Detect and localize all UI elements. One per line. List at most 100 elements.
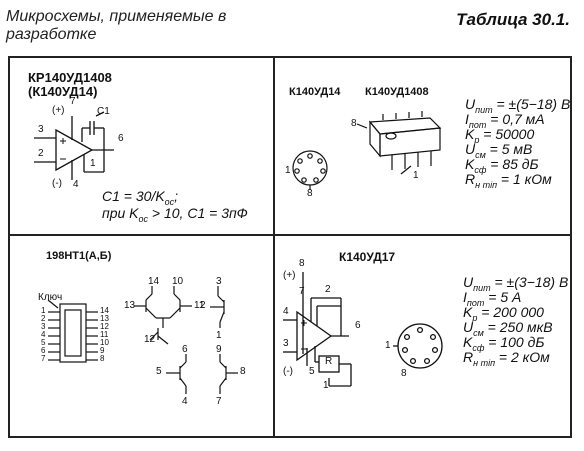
dip-pin-label: 10 xyxy=(100,338,109,347)
parameter-symbol: K xyxy=(463,334,473,350)
pin-plus: (+) xyxy=(283,270,296,281)
dip-pin-label: 12 xyxy=(100,322,109,331)
cell-k140ud14: К140УД14 К140УД1408 xyxy=(275,58,570,234)
tr-pin-10: 10 xyxy=(172,276,184,287)
pin-minus: (-) xyxy=(283,366,293,377)
cell-198nt1: 198НТ1(А,Б) Ключ xyxy=(10,236,273,436)
dip-pin-label: 4 xyxy=(41,330,46,339)
parameter-row: Uпит = ±(3−18) В xyxy=(463,274,568,296)
dip-pin-label: 13 xyxy=(100,314,109,323)
parameter-row: Rн тiп = 1 кОм xyxy=(465,171,552,193)
pin-8: 8 xyxy=(299,258,305,269)
pin-2: 2 xyxy=(38,148,44,159)
pin-4: 4 xyxy=(73,179,79,190)
dip-pin-8: 8 xyxy=(351,118,357,129)
parameter-subscript: см xyxy=(473,327,484,338)
dip-pin-label: 8 xyxy=(100,354,105,363)
opamp-schematic xyxy=(283,272,443,387)
tr-pin-14: 14 xyxy=(148,276,160,287)
dip-pin-1: 1 xyxy=(413,170,419,181)
formula-line-1: C1 = 30/Kос; xyxy=(102,188,179,207)
parameter-symbol: R xyxy=(465,171,476,187)
parameter-row: Rн тiп = 2 кОм xyxy=(463,349,550,371)
dip-pin-label: 14 xyxy=(100,306,109,315)
parameter-value: = 250 мкВ xyxy=(483,319,553,335)
tr-pin-13: 13 xyxy=(124,300,136,311)
parameter-row: Kр = 200 000 xyxy=(463,304,544,326)
pin-4: 4 xyxy=(283,306,289,317)
parameter-row: Uсм = 5 мВ xyxy=(465,141,532,163)
pin-1: 1 xyxy=(90,158,96,169)
pin-6: 6 xyxy=(118,133,124,144)
parameter-subscript: см xyxy=(475,149,486,160)
parameter-row: Iпот = 5 А xyxy=(463,289,521,311)
caption-line-2: разработке xyxy=(6,26,97,43)
parameter-symbol: I xyxy=(465,111,469,127)
chip-title: КР140УД1408 xyxy=(28,70,112,85)
parameter-subscript: сф xyxy=(472,342,485,353)
parameter-value: = 100 дБ xyxy=(484,334,545,350)
tr-pin-9: 9 xyxy=(216,344,222,355)
tr-pin-12: 12 xyxy=(144,334,156,345)
caption-title: Микросхемы, применяемые в разработке xyxy=(6,8,246,44)
tr-pin-3: 3 xyxy=(216,276,222,287)
parameter-row: Kсф = 100 дБ xyxy=(463,334,544,356)
parameter-subscript: н тiп xyxy=(473,357,496,368)
dip-pin-label: 11 xyxy=(100,330,109,339)
parameter-subscript: пит xyxy=(473,282,491,293)
pin-minus: (-) xyxy=(52,178,62,189)
parameter-row: Kсф = 85 дБ xyxy=(465,156,539,178)
chip-title-a: К140УД14 xyxy=(289,86,341,98)
pin-2: 2 xyxy=(325,284,331,295)
pin-6: 6 xyxy=(355,320,361,331)
parameter-value: = 5 А xyxy=(484,289,522,305)
parameter-symbol: U xyxy=(463,274,474,290)
parameter-symbol: K xyxy=(463,304,473,320)
parameter-value: = 5 мВ xyxy=(485,141,533,157)
parameter-subscript: пит xyxy=(475,104,493,115)
cell-k140ud17: К140УД17 xyxy=(275,236,570,436)
parameter-symbol: U xyxy=(463,319,474,335)
parameter-symbol: U xyxy=(465,96,476,112)
parameter-value: = 200 000 xyxy=(477,304,544,320)
parameter-value: = 1 кОм xyxy=(497,171,552,187)
tr-pin-11: 11 xyxy=(194,300,205,311)
parameter-value: = ±(3−18) В xyxy=(490,274,569,290)
parameter-symbol: U xyxy=(465,141,476,157)
parameter-subscript: пот xyxy=(468,119,487,130)
parameter-subscript: сф xyxy=(474,164,487,175)
parameter-row: Uсм = 250 мкВ xyxy=(463,319,553,341)
pin-5: 5 xyxy=(309,366,315,377)
dip-pin-label: 2 xyxy=(41,314,46,323)
parameter-symbol: R xyxy=(463,349,474,365)
package-drawings xyxy=(292,111,442,190)
chip-title-b: К140УД1408 xyxy=(365,86,429,98)
parameter-subscript: н тiп xyxy=(475,179,498,190)
parameter-value: = 85 дБ xyxy=(486,156,539,172)
grid-divider-horizontal xyxy=(10,234,570,236)
round-pin-8: 8 xyxy=(401,368,407,379)
tr-pin-6: 6 xyxy=(182,344,188,355)
dip-pin-label: 6 xyxy=(41,346,46,355)
cell-kr140ud1408: КР140УД1408 (К140УД14) xyxy=(10,58,273,234)
pin-7: 7 xyxy=(299,286,305,297)
round-pin-1: 1 xyxy=(385,340,391,351)
parameter-subscript: р xyxy=(472,312,478,323)
pin-1: 1 xyxy=(323,380,329,391)
parameter-row: Kр = 50000 xyxy=(465,126,534,148)
chip-title: К140УД17 xyxy=(339,250,396,264)
chip-title-alt: (К140УД14) xyxy=(28,84,98,99)
dip-pin-label: 7 xyxy=(41,354,46,363)
round-pin-8: 8 xyxy=(307,188,313,199)
formula-line-2: при Kос > 10, C1 = 3пФ xyxy=(102,205,248,224)
parameter-value: = ±(5−18) В xyxy=(492,96,571,112)
opamp-schematic xyxy=(34,111,114,180)
pin-3: 3 xyxy=(283,338,289,349)
parameter-symbol: K xyxy=(465,156,475,172)
parameter-value: = 0,7 мА xyxy=(486,111,545,127)
grid-divider-vertical xyxy=(273,58,275,436)
tr-pin-4: 4 xyxy=(182,396,188,407)
pin-plus: (+) xyxy=(52,105,65,116)
resistor-label: R xyxy=(325,356,333,367)
parameter-subscript: пот xyxy=(466,297,485,308)
